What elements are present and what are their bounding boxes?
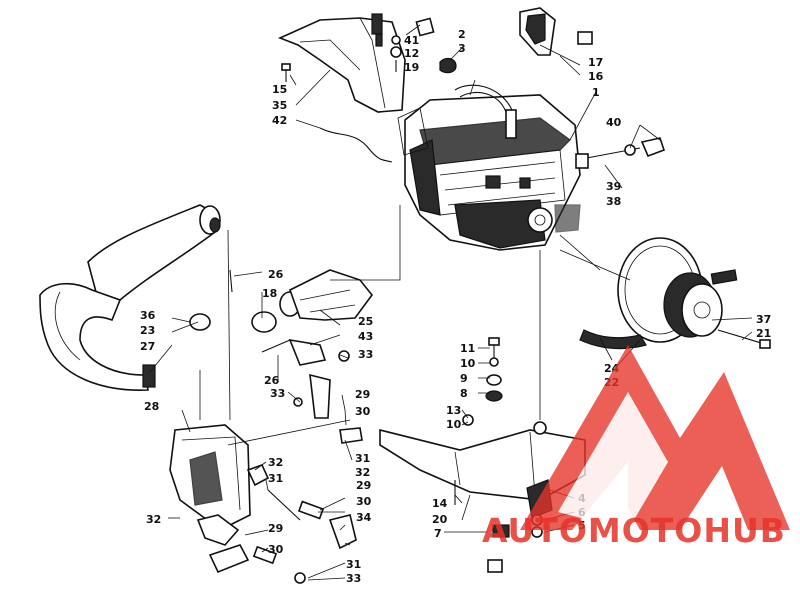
brand-text: AUTOMOTOHUB <box>482 511 786 550</box>
callout-34: 34 <box>356 511 372 524</box>
callout-30c: 30 <box>268 543 284 556</box>
callout-25: 25 <box>358 315 373 328</box>
callout-29c: 29 <box>268 522 283 535</box>
callout-31b: 31 <box>268 472 283 485</box>
callout-15: 15 <box>272 83 287 96</box>
watermark-brand-text: AUTOMOTOHUB <box>482 514 786 547</box>
leader-lines <box>149 24 753 581</box>
belt-guard-cover <box>277 13 406 113</box>
fastener-parts-top <box>281 17 457 82</box>
exhaust-parts <box>189 269 374 419</box>
callout-26b: 26 <box>264 374 280 387</box>
callout-30a: 30 <box>355 405 371 418</box>
callout-29a: 29 <box>355 388 370 401</box>
callout-21-html: 21 <box>756 327 772 340</box>
callout-5: 5 <box>578 519 586 532</box>
callout-32a: 32 <box>355 466 370 479</box>
callout-33a: 33 <box>358 348 373 361</box>
callout-19: 19 <box>404 61 419 74</box>
callout-36: 36 <box>140 309 156 322</box>
muffler <box>39 204 221 391</box>
callout-8: 8 <box>460 387 468 400</box>
callout-10b: 10 <box>446 418 462 431</box>
spring-clip-42 <box>319 127 393 163</box>
callout-labels: 2 3 41 12 19 17 16 1 15 35 42 40 39 38 2… <box>140 28 622 585</box>
callout-20: 20 <box>432 513 448 526</box>
callout-10a: 10 <box>460 357 476 370</box>
automotohub-watermark <box>520 345 790 530</box>
callout-3: 3 <box>458 42 466 55</box>
callout-32b: 32 <box>268 456 283 469</box>
callout-31a: 31 <box>355 452 370 465</box>
callout-35: 35 <box>272 99 287 112</box>
callout-14-html: 14 <box>432 497 448 510</box>
callout-26a: 26 <box>268 268 284 281</box>
callout-2: 2 <box>458 28 466 41</box>
callout-43: 43 <box>358 330 373 343</box>
muffler-bracket <box>169 424 270 546</box>
engine-assembly <box>397 84 581 251</box>
callout-38: 38 <box>606 195 621 208</box>
callout-1: 1 <box>592 86 600 99</box>
callout-23: 23 <box>140 324 155 337</box>
callout-12: 12 <box>404 47 419 60</box>
engine-mount-bolt <box>575 137 666 169</box>
callout-30b: 30 <box>356 495 372 508</box>
callout-18: 18 <box>262 287 277 300</box>
linkage-parts <box>208 350 363 584</box>
callout-29b: 29 <box>356 479 371 492</box>
callout-17: 17 <box>588 56 603 69</box>
callout-39: 39 <box>606 180 621 193</box>
callout-33b: 33 <box>270 387 285 400</box>
stacked-washers <box>462 337 503 426</box>
callout-11: 11 <box>460 342 475 355</box>
callout-7: 7 <box>434 527 442 540</box>
callout-28: 28 <box>144 400 159 413</box>
callout-37-html: 37 <box>756 313 772 326</box>
callout-33c-label: 33 <box>346 572 361 585</box>
callout-27: 27 <box>140 340 155 353</box>
callout-9: 9 <box>460 372 468 385</box>
callout-40: 40 <box>606 116 622 129</box>
callout-16: 16 <box>588 70 604 83</box>
callout-32c: 32 <box>146 513 161 526</box>
callout-41: 41 <box>404 34 419 47</box>
callout-13: 13 <box>446 404 461 417</box>
drive-clutch <box>579 237 771 350</box>
starter-handle <box>519 7 593 56</box>
callout-31c: 31 <box>346 558 361 571</box>
callout-42: 42 <box>272 114 287 127</box>
